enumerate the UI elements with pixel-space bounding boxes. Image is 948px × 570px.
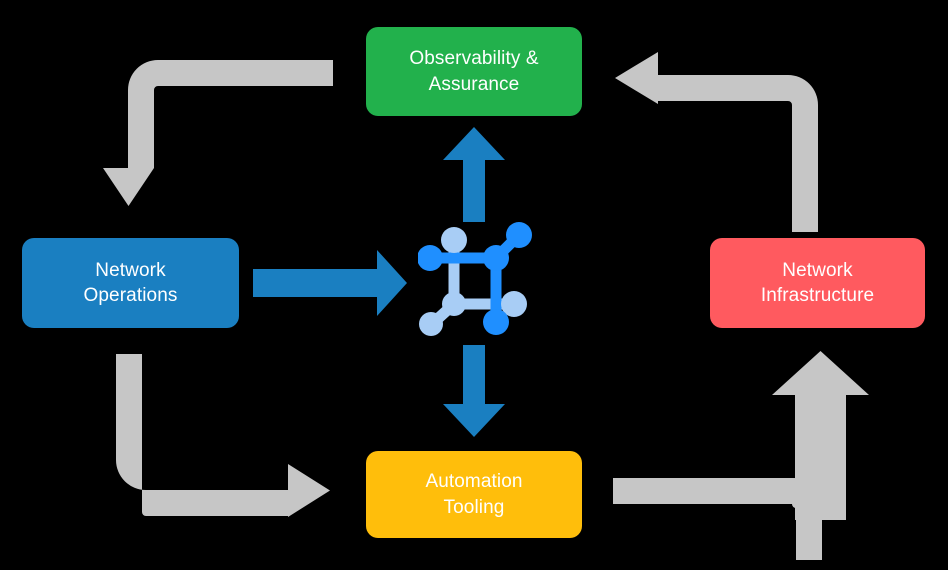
topology-nodes-secondary [419,227,527,336]
node-box-automation-tooling[interactable]: Automation Tooling [366,451,582,538]
gray-arrow-operations-to-automation [116,354,330,517]
blue-arrow-center-to-observability [443,127,505,222]
node-box-network-infrastructure[interactable]: Network Infrastructure [710,238,925,328]
node-label-network-operations: Network Operations [83,259,178,306]
topology-nodes-primary [418,222,532,335]
blue-arrow-operations-to-center [253,250,407,316]
network-topology-icon [418,222,532,336]
node-box-observability[interactable]: Observability & Assurance [366,27,582,116]
node-label-automation-tooling: Automation Tooling [425,471,523,518]
node-box-network-operations[interactable]: Network Operations [22,238,239,328]
blue-arrow-center-to-automation [443,345,505,437]
node-label-network-infrastructure: Network Infrastructure [760,259,875,306]
gray-arrow-observability-to-operations [103,60,333,206]
node-label-observability: Observability & Assurance [409,48,539,95]
gray-arrow-infrastructure-to-observability [615,52,818,232]
gray-arrow-automation-to-infrastructure [613,351,869,560]
